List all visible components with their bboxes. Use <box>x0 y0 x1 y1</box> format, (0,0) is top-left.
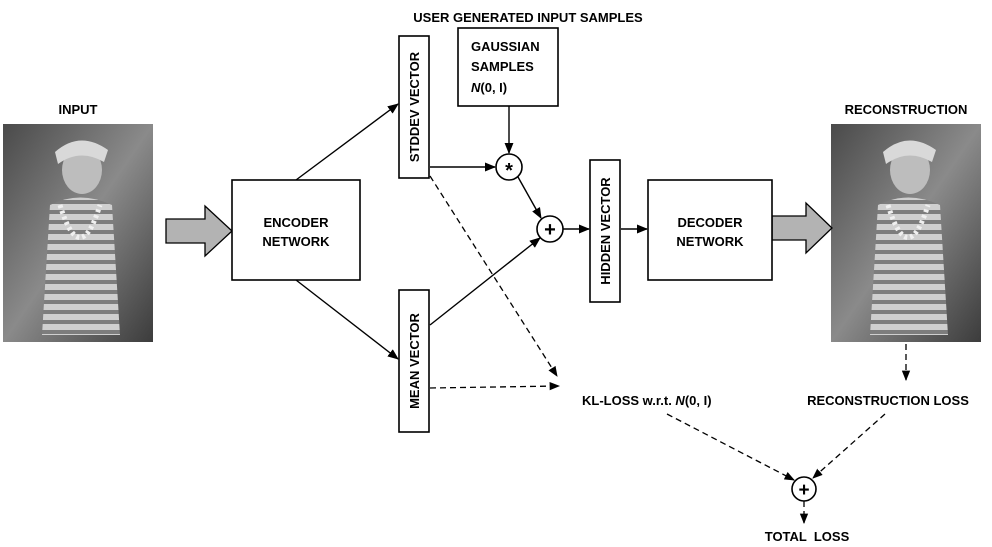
kl-loss-prefix: KL-LOSS w.r.t. <box>582 393 675 408</box>
decoder-label-2: NETWORK <box>676 234 744 249</box>
total-add-node: + <box>791 476 817 502</box>
input-photo <box>3 124 153 342</box>
total-loss-label: TOTAL LOSS <box>765 529 850 544</box>
reconloss-to-total-arrow <box>812 413 886 479</box>
decoder-to-reconstruction-arrow <box>771 201 833 255</box>
mean-vector-label: MEAN VECTOR <box>407 312 422 408</box>
input-to-encoder-arrow <box>165 204 233 258</box>
decoder-network: DECODER NETWORK <box>647 179 773 281</box>
multiply-to-add-arrow <box>517 176 542 219</box>
reconstruction-label: RECONSTRUCTION <box>845 102 968 117</box>
mean-to-add-arrow <box>429 237 541 326</box>
gaussian-label-1: GAUSSIAN <box>471 39 540 54</box>
plus-symbol: + <box>544 219 556 241</box>
reconstruction-photo <box>831 124 981 342</box>
solid-connections <box>295 103 649 360</box>
stddev-to-kl-arrow <box>429 175 558 377</box>
gaussian-label-2: SAMPLES <box>471 59 534 74</box>
reconstruction-loss-label: RECONSTRUCTION LOSS <box>807 393 969 408</box>
encoder-network: ENCODER NETWORK <box>231 179 361 281</box>
add-node: + <box>536 215 564 243</box>
kl-loss-label: KL-LOSS w.r.t. N(0, I) <box>582 393 712 408</box>
gaussian-distribution: N(0, I) <box>471 80 507 95</box>
gaussian-samples: GAUSSIAN SAMPLES N(0, I) <box>457 27 559 107</box>
dashed-connections <box>429 175 911 525</box>
encoder-label-1: ENCODER <box>263 215 329 230</box>
input-label: INPUT <box>59 102 98 117</box>
kl-loss-n: N <box>675 393 685 408</box>
stddev-vector-label: STDDEV VECTOR <box>407 51 422 162</box>
mean-to-kl-arrow <box>429 381 561 391</box>
stddev-vector: STDDEV VECTOR <box>398 35 430 179</box>
encoder-to-stddev-arrow <box>295 103 399 181</box>
user-generated-label: USER GENERATED INPUT SAMPLES <box>413 10 643 25</box>
decoder-label-1: DECODER <box>677 215 743 230</box>
encoder-label-2: NETWORK <box>262 234 330 249</box>
gaussian-n: N <box>471 80 481 95</box>
hidden-vector-label: HIDDEN VECTOR <box>598 177 613 285</box>
hidden-vector: HIDDEN VECTOR <box>589 159 621 303</box>
kl-loss-args: (0, I) <box>685 393 712 408</box>
kl-to-total-arrow <box>666 413 795 481</box>
gaussian-args: (0, I) <box>480 80 507 95</box>
total-plus-symbol: + <box>798 480 809 501</box>
multiply-symbol: * <box>505 160 513 182</box>
encoder-to-mean-arrow <box>295 279 399 360</box>
mean-vector: MEAN VECTOR <box>398 289 430 433</box>
